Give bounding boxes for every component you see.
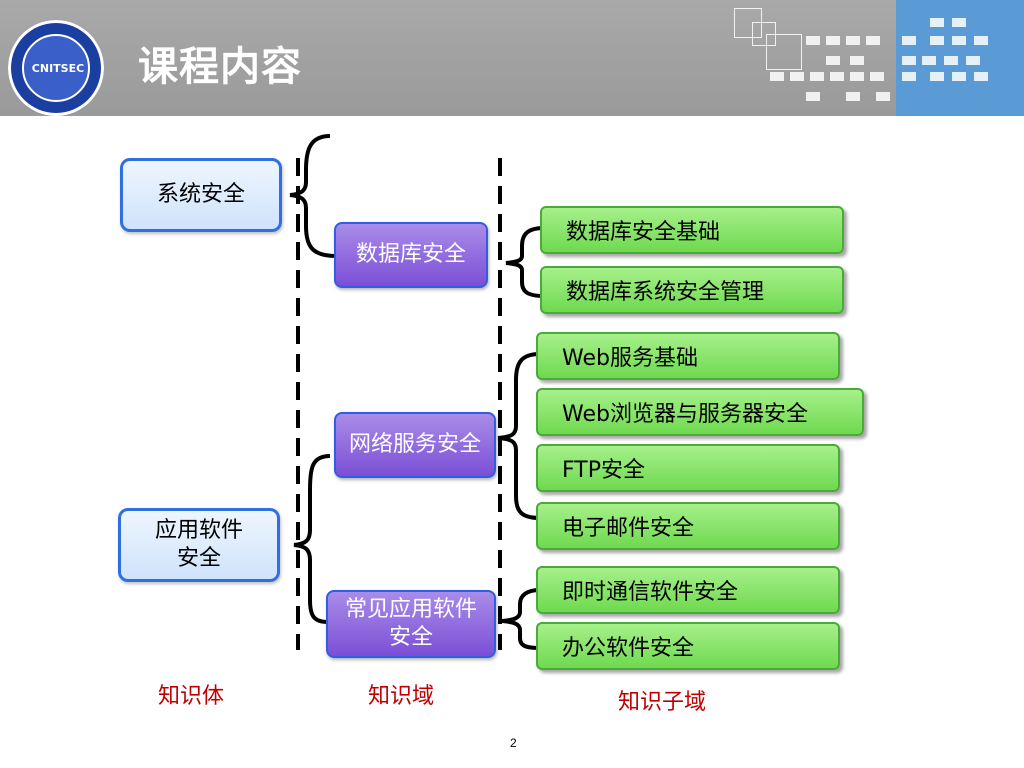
brace-common-apps	[501, 588, 541, 650]
organization-logo: CNITSEC	[8, 20, 104, 116]
knowledge-domain-common-apps-security: 常见应用软件 安全	[326, 590, 496, 658]
column-label-subdomains: 知识子域	[618, 690, 707, 715]
knowledge-body-app-security: 应用软件 安全	[118, 508, 280, 582]
knowledge-body-label: 系统安全	[156, 182, 245, 207]
subdomain-item: Web浏览器与服务器安全	[536, 388, 864, 436]
brace-system-security	[289, 134, 337, 258]
knowledge-domain-database-security: 数据库安全	[334, 222, 488, 288]
subdomain-item: Web服务基础	[536, 332, 840, 380]
knowledge-body-label: 应用软件 安全	[154, 518, 243, 571]
logo-seal-icon: CNITSEC	[22, 34, 90, 102]
subdomain-item: 电子邮件安全	[536, 502, 840, 550]
column-label-bodies: 知识体	[158, 684, 225, 709]
brace-database	[505, 226, 545, 298]
knowledge-domain-label: 网络服务安全	[348, 432, 481, 457]
subdomain-item: 办公软件安全	[536, 622, 840, 670]
brace-network-services	[497, 352, 541, 520]
column-label-domains: 知识域	[368, 684, 435, 709]
page-number: 2	[510, 736, 517, 750]
knowledge-body-system-security: 系统安全	[120, 158, 282, 232]
subdomain-item: 数据库系统安全管理	[540, 266, 844, 314]
logo-text: CNITSEC	[31, 62, 85, 75]
page-title: 课程内容	[138, 44, 302, 90]
subdomain-item: 数据库安全基础	[540, 206, 844, 254]
header-banner: CNITSEC 课程内容	[0, 0, 1024, 116]
brace-app-security	[293, 454, 331, 624]
knowledge-domain-label: 常见应用软件 安全	[344, 597, 477, 650]
subdomain-item: FTP安全	[536, 444, 840, 492]
knowledge-domain-network-services-security: 网络服务安全	[334, 412, 496, 478]
subdomain-item: 即时通信软件安全	[536, 566, 840, 614]
knowledge-domain-label: 数据库安全	[355, 242, 466, 267]
